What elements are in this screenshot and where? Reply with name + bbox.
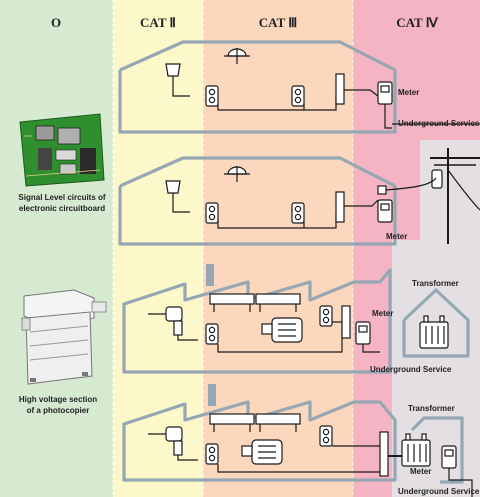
machine-icon (209, 413, 301, 432)
ceiling-light-icon (224, 166, 250, 182)
meter-icon (377, 81, 393, 105)
factory-2: Transformer Meter Underground Service (122, 384, 480, 497)
column-o (0, 0, 113, 497)
outlet-icon (291, 202, 305, 224)
meter-icon (377, 199, 393, 223)
house-2: Meter (118, 148, 480, 246)
lamp-icon (165, 63, 190, 97)
panel-icon (335, 191, 345, 223)
transformer-shed: Transformer (402, 279, 470, 358)
ceiling-light-icon (224, 48, 250, 64)
transformer-icon (401, 433, 431, 467)
factory-1: Meter Underground Service Transformer (122, 264, 470, 374)
transformer-label: Transformer (408, 404, 455, 413)
meter-label: Meter (386, 232, 407, 241)
meter-label: Meter (398, 88, 419, 97)
utility-pole-icon (385, 148, 480, 244)
underground-service-label: Underground Service (370, 365, 452, 374)
photocopier-caption-line1: High voltage section (19, 395, 97, 404)
panel-icon (335, 73, 345, 105)
drill-icon (148, 306, 198, 341)
meter-icon (441, 445, 457, 469)
circuitboard-caption-line2: electronic circuitboard (19, 204, 105, 213)
outlet-icon (319, 425, 333, 447)
panel-icon (379, 431, 389, 477)
header-o: O (51, 15, 61, 30)
photocopier-icon (21, 289, 107, 385)
underground-service-label: Underground Service (398, 119, 480, 128)
meter-label: Meter (410, 467, 431, 476)
outlet-icon (291, 85, 305, 107)
header-cat2: CAT Ⅱ (140, 15, 176, 30)
meter-icon (355, 321, 371, 345)
house-1: Meter Underground Service (118, 40, 480, 134)
meter-label: Meter (372, 309, 393, 318)
outlet-icon (205, 443, 219, 465)
outlet-icon (319, 305, 333, 327)
lamp-icon (165, 180, 190, 213)
header-cat4: CAT Ⅳ (396, 15, 438, 30)
underground-service-label: Underground Service (398, 487, 480, 496)
circuitboard-icon (19, 113, 105, 187)
outlet-icon (205, 85, 219, 107)
outlet-icon (205, 202, 219, 224)
drill-icon (148, 426, 198, 461)
photocopier-caption-line2: of a photocopier (27, 406, 90, 415)
motor-icon (261, 317, 303, 343)
motor-icon (241, 439, 283, 465)
circuitboard-caption-line1: Signal Level circuits of (18, 193, 105, 202)
header-cat3: CAT Ⅲ (259, 15, 297, 30)
machine-icon (209, 293, 301, 312)
transformer-label: Transformer (412, 279, 459, 288)
transformer-icon (419, 315, 449, 349)
panel-icon (341, 305, 351, 339)
outlet-icon (205, 323, 219, 345)
